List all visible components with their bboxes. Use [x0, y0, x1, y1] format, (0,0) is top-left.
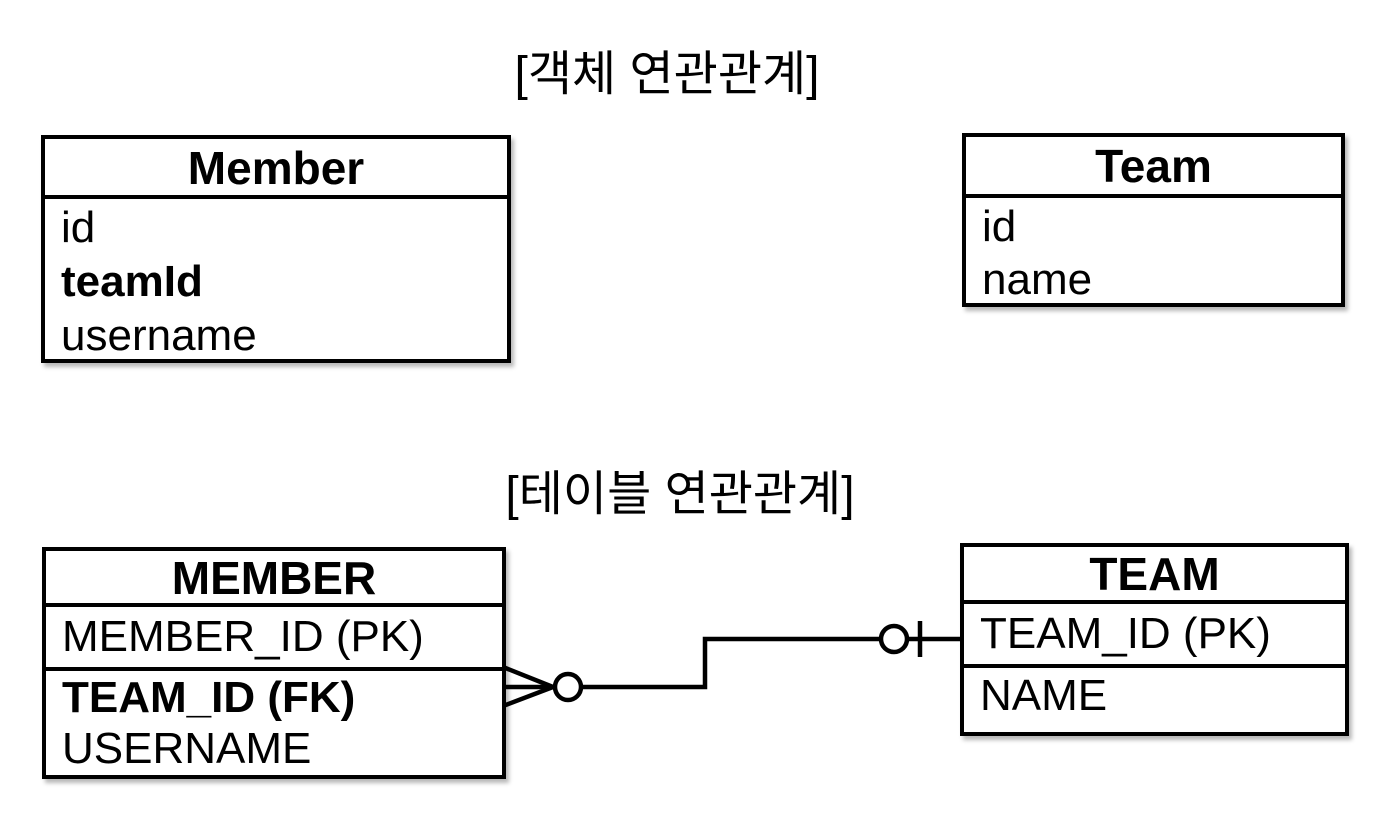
table-team-name: TEAM	[964, 547, 1345, 604]
table-team-box: TEAM TEAM_ID (PK) NAME	[960, 543, 1349, 736]
object-member-field-teamid: teamId	[61, 257, 203, 306]
connector-line	[581, 636, 881, 690]
object-member-field-id: id	[61, 203, 96, 252]
object-team-class-box: Team id name	[962, 133, 1345, 307]
crows-foot-many-icon	[502, 664, 555, 709]
table-team-fields: NAME	[964, 668, 1345, 724]
object-team-field-id: id	[982, 202, 1017, 251]
zero-circle-member-end-icon	[552, 671, 584, 703]
object-team-class-name: Team	[966, 137, 1341, 198]
table-member-pk-row: MEMBER_ID (PK)	[46, 607, 502, 671]
object-team-fields: id name	[966, 198, 1341, 306]
table-association-title: [테이블 연관관계]	[505, 468, 855, 521]
table-team-pk-row: TEAM_ID (PK)	[964, 604, 1345, 668]
one-tick-icon	[907, 621, 962, 657]
table-member-field-username: USERNAME	[62, 724, 312, 773]
zero-circle-team-end-icon	[878, 623, 910, 655]
object-association-title: [객체 연관관계]	[514, 48, 820, 101]
table-member-field-teamid-fk: TEAM_ID (FK)	[62, 673, 356, 722]
table-member-box: MEMBER MEMBER_ID (PK) TEAM_ID (FK) USERN…	[42, 547, 506, 779]
object-member-class-name: Member	[45, 139, 507, 199]
object-member-field-username: username	[61, 311, 257, 360]
table-team-field-name: NAME	[980, 671, 1108, 720]
table-member-name: MEMBER	[46, 551, 502, 607]
object-team-field-name: name	[982, 255, 1093, 304]
object-member-class-box: Member id teamId username	[41, 135, 511, 363]
object-member-fields: id teamId username	[45, 199, 507, 363]
table-member-fields: TEAM_ID (FK) USERNAME	[46, 671, 502, 774]
